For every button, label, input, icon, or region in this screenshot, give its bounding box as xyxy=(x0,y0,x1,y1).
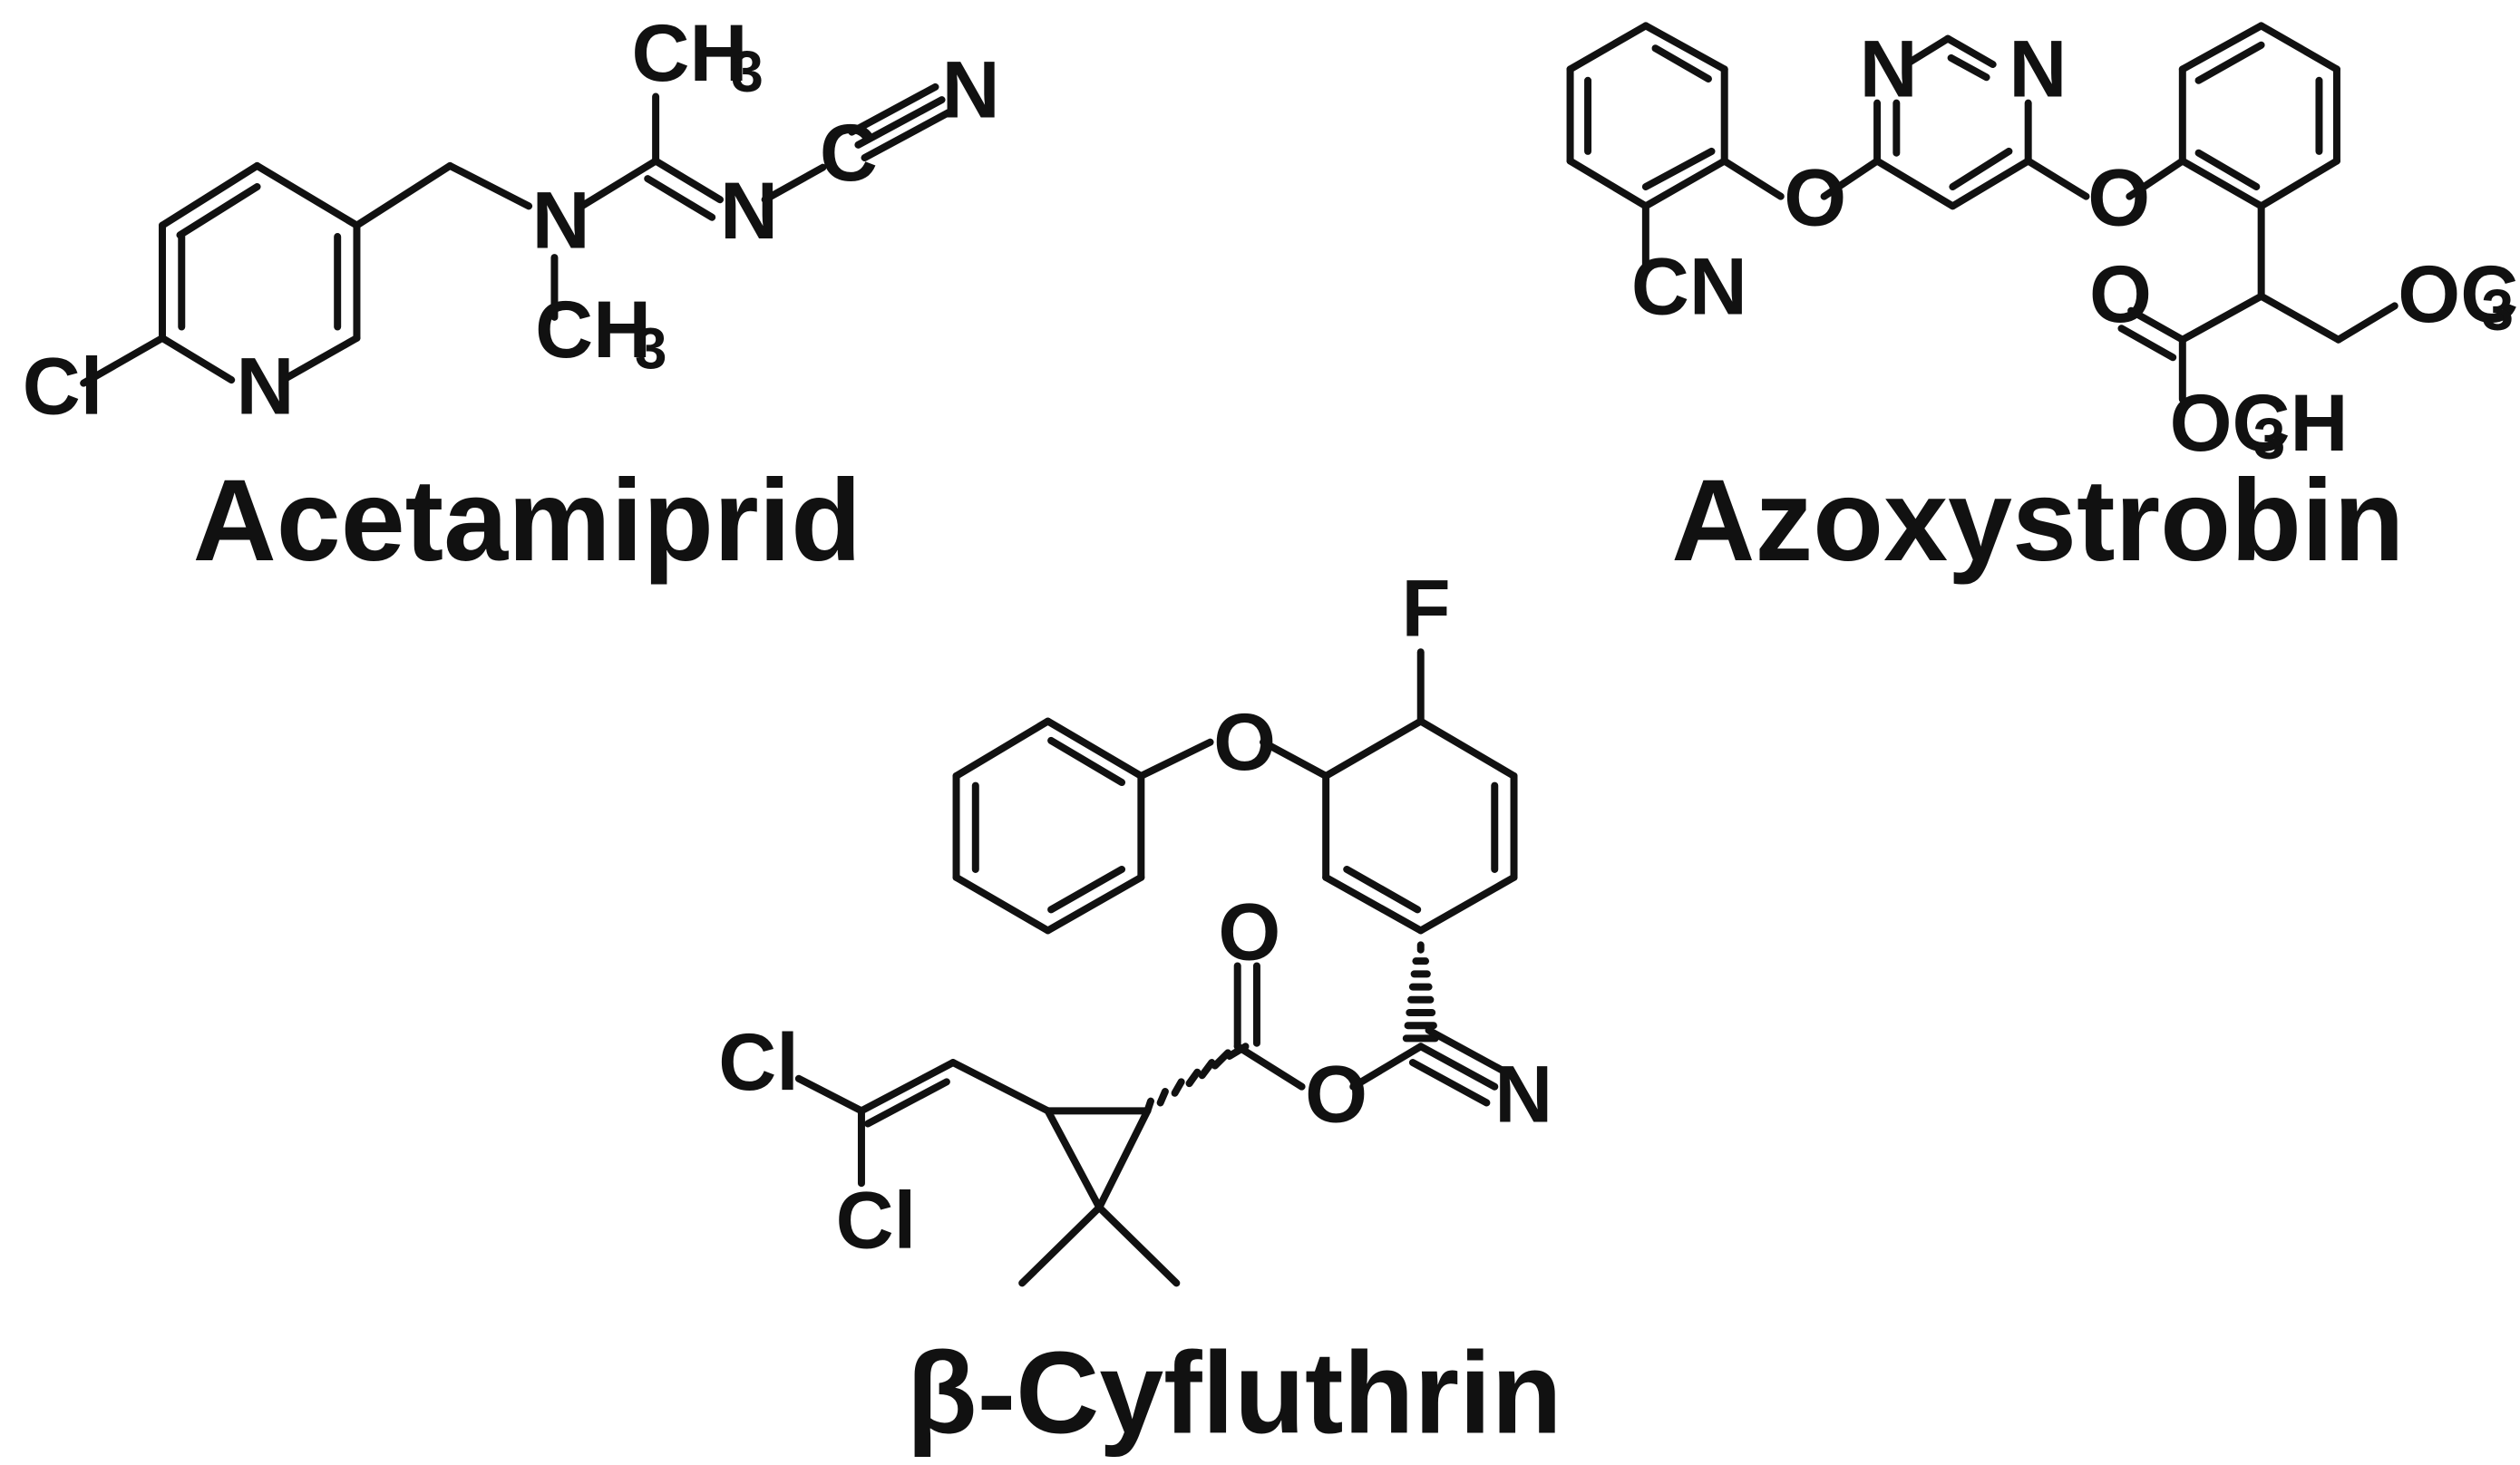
cyfluthrin-cl-top-label: Cl xyxy=(718,1017,799,1107)
cyfluthrin-ether-o-label: O xyxy=(1213,697,1276,787)
azoxystrobin-och3-ether-label: OCH xyxy=(2398,249,2520,339)
azoxystrobin-pyrimidine-n-left-label: N xyxy=(1860,24,1918,113)
azoxystrobin-cn-label: CN xyxy=(1631,241,1747,331)
acetamiprid-amine-n-label: N xyxy=(532,175,590,265)
cyfluthrin-f-label: F xyxy=(1401,563,1450,653)
azoxystrobin-och3-ester-subscript: 3 xyxy=(2253,406,2285,471)
beta-cyfluthrin-title: β-Cyfluthrin xyxy=(907,1328,1562,1458)
cyfluthrin-cl-bottom-label: Cl xyxy=(836,1175,917,1265)
acetamiprid-nitrile-c-label: C xyxy=(820,108,878,198)
acetamiprid-structure: Cl N N CH 3 CH 3 N C N xyxy=(23,8,1000,432)
cyfluthrin-nitrile-n-label: N xyxy=(1494,1050,1552,1140)
acetamiprid-pyridine-n-label: N xyxy=(237,341,295,431)
azoxystrobin-o-right-label: O xyxy=(2087,153,2150,243)
acetamiprid-title: Acetamiprid xyxy=(193,456,861,586)
azoxystrobin-structure: CN O N N O O OCH 3 OCH 3 xyxy=(1566,22,2520,471)
cyfluthrin-carbonyl-o-label: O xyxy=(1218,887,1280,976)
azoxystrobin-carbonyl-o-label: O xyxy=(2089,249,2152,339)
azoxystrobin-o-left-label: O xyxy=(1784,153,1846,243)
acetamiprid-ch3-bottom-label: CH xyxy=(535,285,651,374)
acetamiprid-nitrile-n-label: N xyxy=(942,45,1000,135)
acetamiprid-imine-n-label: N xyxy=(720,166,778,256)
cyfluthrin-ester-o-label: O xyxy=(1305,1050,1367,1140)
beta-cyfluthrin-structure: F O O O N Cl Cl xyxy=(718,563,1552,1287)
acetamiprid-ch3-bottom-subscript: 3 xyxy=(635,316,666,382)
azoxystrobin-pyrimidine-n-right-label: N xyxy=(2009,24,2067,113)
azoxystrobin-och3-ester-label: OCH xyxy=(2170,378,2349,468)
acetamiprid-ch3-top-subscript: 3 xyxy=(731,39,763,104)
azoxystrobin-title: Azoxystrobin xyxy=(1671,456,2404,586)
azoxystrobin-och3-ether-subscript: 3 xyxy=(2481,277,2513,343)
acetamiprid-ch3-top-label: CH xyxy=(632,8,748,98)
acetamiprid-cl-label: Cl xyxy=(23,341,103,431)
